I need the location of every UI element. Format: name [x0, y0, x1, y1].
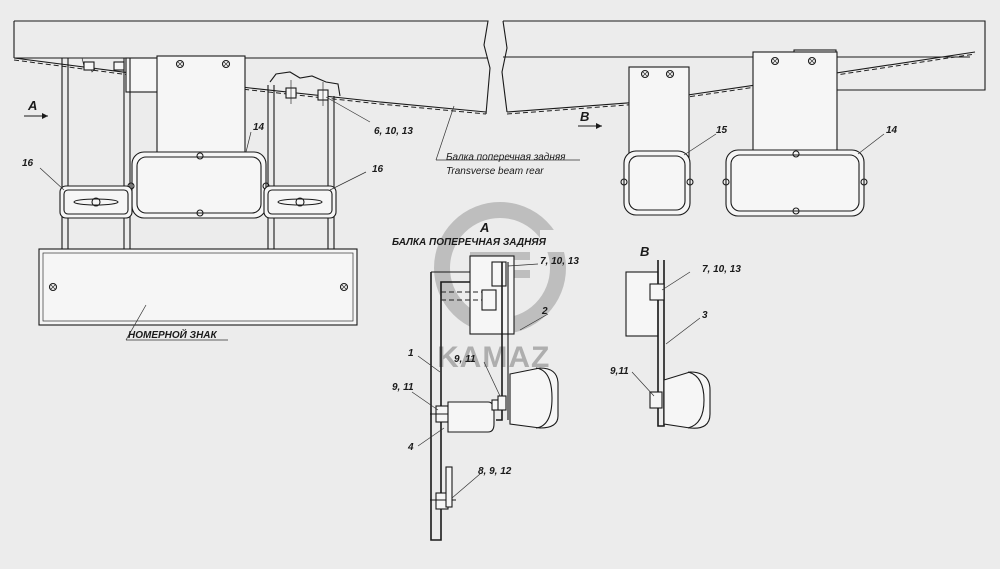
- section-b-view: [625, 260, 711, 429]
- callout-b-3: 3: [702, 310, 708, 321]
- callout-b-7-10-13: 7, 10, 13: [702, 264, 741, 275]
- beam-left-outline: [14, 20, 491, 115]
- callout-a-8-9-12: 8, 9, 12: [478, 466, 512, 477]
- top-left-assembly: [13, 20, 580, 341]
- callout-a-1: 1: [408, 348, 414, 359]
- callout-15: 15: [716, 125, 728, 136]
- callout-a-4: 4: [407, 442, 414, 453]
- callout-6-10-13: 6, 10, 13: [374, 126, 413, 137]
- license-plate-outline: [38, 248, 358, 326]
- callout-a-2: 2: [541, 306, 548, 317]
- view-b-arrow-label: B: [580, 109, 589, 124]
- callout-b-9-11: 9,11: [610, 366, 629, 377]
- view-a-arrow-label: A: [27, 98, 37, 113]
- callout-14-right: 14: [886, 125, 898, 136]
- callout-14-left: 14: [253, 122, 265, 133]
- beam-label-ru: Балка поперечная задняя: [446, 152, 566, 163]
- watermark-text: KAMAZ: [437, 341, 550, 374]
- callout-16-left: 16: [22, 158, 34, 169]
- license-plate-label: НОМЕРНОЙ ЗНАК: [128, 328, 218, 341]
- callout-16-right: 16: [372, 164, 384, 175]
- section-a-title: А: [479, 220, 489, 235]
- section-b-title: В: [640, 244, 649, 259]
- callout-a-9-11-upper: 9, 11: [454, 354, 476, 365]
- callout-a-7-10-13: 7, 10, 13: [540, 256, 579, 267]
- section-a-view: [411, 255, 559, 541]
- callout-a-9-11-lower: 9, 11: [392, 382, 414, 393]
- section-a-subtitle: БАЛКА ПОПЕРЕЧНАЯ ЗАДНЯЯ: [392, 237, 547, 248]
- beam-label-en: Transverse beam rear: [446, 166, 544, 177]
- top-right-assembly: [501, 20, 986, 217]
